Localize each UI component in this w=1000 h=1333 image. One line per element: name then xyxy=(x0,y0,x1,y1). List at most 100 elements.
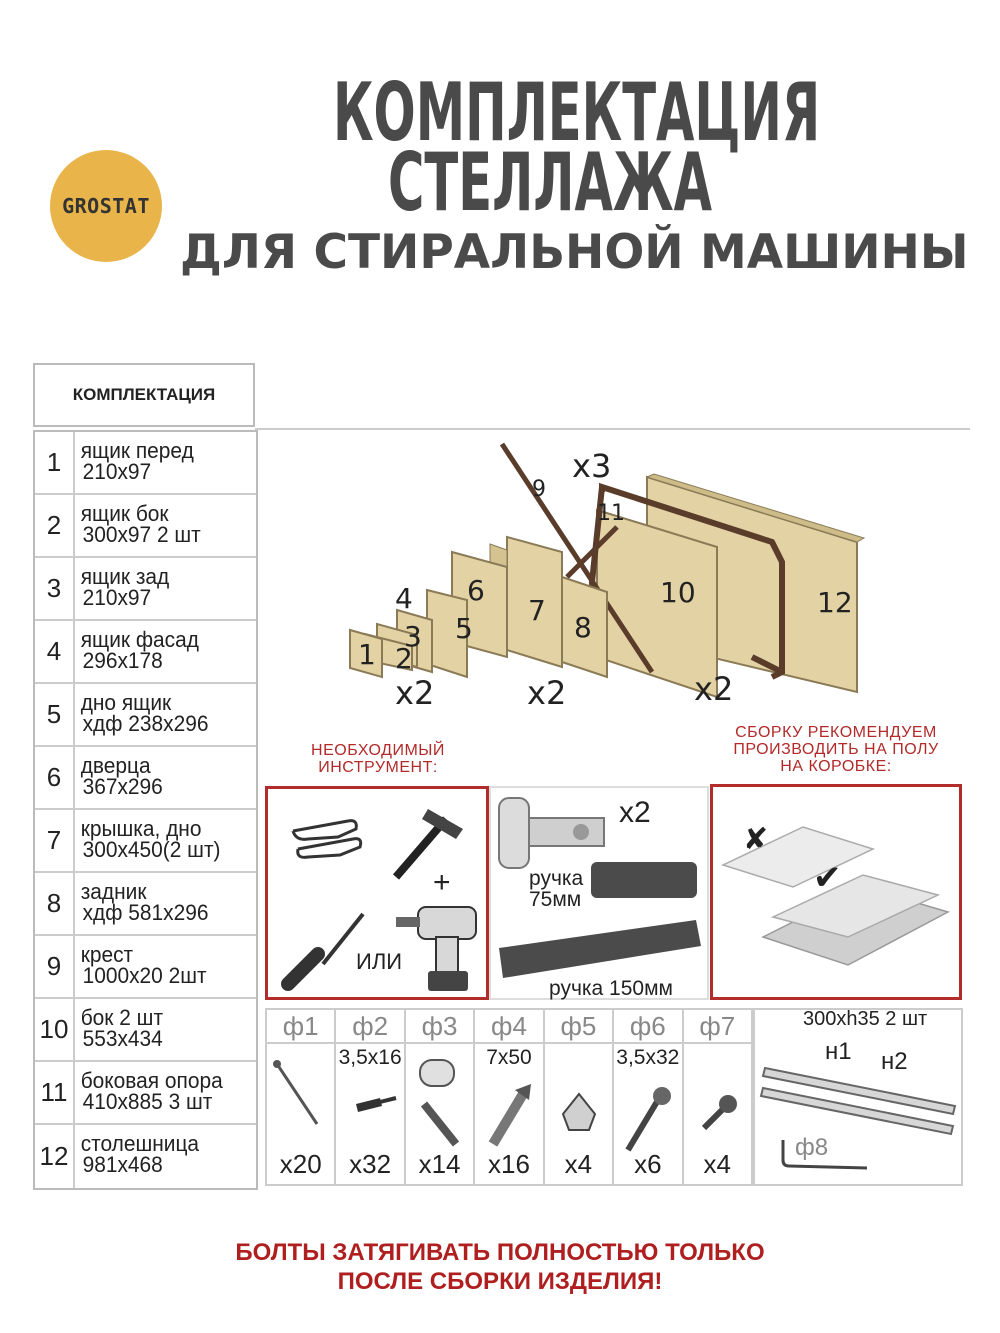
part-name: задник xyxy=(80,879,147,904)
part-number: 6 xyxy=(35,747,75,808)
part-name: ящик зад xyxy=(80,564,170,589)
part-name: крест xyxy=(80,942,134,967)
check-mark-icon: ✔ xyxy=(813,858,842,898)
fastener-icon xyxy=(356,1096,397,1112)
part-number: 4 xyxy=(35,621,75,682)
fastener-spec: 3,5х32 xyxy=(616,1046,680,1069)
label-11: 11 xyxy=(597,501,625,526)
plus-sign: + xyxy=(433,866,451,899)
fastener-quantity: x4 xyxy=(703,1149,731,1179)
grostat-logo: GROSTAT xyxy=(50,150,162,262)
rail-label-n1: н1 xyxy=(825,1038,852,1065)
hinge-quantity: x2 xyxy=(619,796,651,829)
handle-small-label: ручка 75мм xyxy=(529,867,584,911)
label-7: 7 xyxy=(528,594,546,627)
fastener-quantity: x6 xyxy=(634,1149,662,1179)
warning-text: БОЛТЫ ЗАТЯГИВАТЬ ПОЛНОСТЬЮ ТОЛЬКО ПОСЛЕ … xyxy=(235,1239,765,1295)
exploded-drawing: 1 2 3 4 5 6 7 8 9 10 11 12 x3 x2 x2 x2 xyxy=(349,442,866,712)
part-name: бок 2 шт xyxy=(80,1005,164,1030)
title-line-1: КОМПЛЕКТАЦИЯ xyxy=(333,66,821,159)
rail-icon xyxy=(759,1066,957,1136)
fastener-spec: 3,5х16 xyxy=(338,1046,402,1069)
part-size: 410х885 3 шт xyxy=(82,1089,213,1114)
part-number: 8 xyxy=(35,873,75,934)
part-number: 3 xyxy=(35,558,75,619)
handle-small-icon xyxy=(591,862,697,898)
part-number: 5 xyxy=(35,684,75,745)
label-9: 9 xyxy=(532,477,546,502)
part-size: 1000х20 2шт xyxy=(82,963,207,988)
part-size: 296х178 xyxy=(82,648,163,673)
part-name: боковая опора xyxy=(80,1068,223,1093)
part-9-cross xyxy=(499,442,655,674)
label-4: 4 xyxy=(395,582,413,615)
multiplier-x3: x3 xyxy=(572,447,611,485)
label-1: 1 xyxy=(358,638,376,671)
fastener-code: ф2 xyxy=(336,1010,404,1044)
part-name: ящик бок xyxy=(80,501,169,526)
part-name: ящик фасад xyxy=(80,627,199,652)
part-name: столешница xyxy=(80,1131,200,1156)
fastener-code: ф4 xyxy=(475,1010,543,1044)
handle-large-icon xyxy=(499,920,701,978)
rail-label-f8: ф8 xyxy=(795,1134,829,1161)
fastener-quantity: x14 xyxy=(418,1149,461,1179)
handle-large-label: ручка 150мм xyxy=(549,977,673,1000)
or-label: ИЛИ xyxy=(356,949,402,974)
fastener-icon xyxy=(625,1087,672,1152)
fastener-icon xyxy=(488,1084,532,1147)
fastener-spec: 7х50 xyxy=(486,1046,532,1069)
part-size: хдф 238х296 xyxy=(82,711,209,736)
cross-mark-icon: ✘ xyxy=(743,822,768,857)
label-12: 12 xyxy=(817,586,853,619)
fastener-code: ф3 xyxy=(405,1010,474,1044)
label-5: 5 xyxy=(455,612,473,645)
part-size: 300х97 2 шт xyxy=(82,522,201,547)
parts-table-heading: КОМПЛЕКТАЦИЯ xyxy=(33,363,255,427)
part-size: хдф 581х296 xyxy=(82,900,209,925)
drill-icon xyxy=(396,906,477,991)
hardware-box: x2 ручка 75мм ручка 150мм xyxy=(489,786,709,1000)
title-line-2: СТЕЛЛАЖА xyxy=(387,136,712,229)
hex-key-icon xyxy=(291,819,363,859)
rail-label-n2: н2 xyxy=(881,1048,908,1075)
part-size: 981х468 xyxy=(82,1152,163,1177)
table-divider xyxy=(255,428,970,430)
assembly-note: СБОРКУ РЕКОМЕНДУЕМ ПРОИЗВОДИТЬ НА ПОЛУ Н… xyxy=(733,724,939,775)
tools-box: + ИЛИ xyxy=(265,786,489,1000)
fastener-code: ф5 xyxy=(544,1010,613,1044)
part-size: 210х97 xyxy=(82,459,152,484)
label-3: 3 xyxy=(404,620,422,653)
part-number: 11 xyxy=(35,1062,75,1123)
label-2: 2 xyxy=(395,642,413,675)
subtitle: ДЛЯ СТИРАЛЬНОЙ МАШИНЫ xyxy=(180,225,969,280)
fastener-code: ф1 xyxy=(267,1010,335,1044)
multiplier-x2-panels: x2 xyxy=(527,674,566,712)
part-size: 367х296 xyxy=(82,774,163,799)
fastener-column: ф3 x14 xyxy=(405,1010,476,1184)
